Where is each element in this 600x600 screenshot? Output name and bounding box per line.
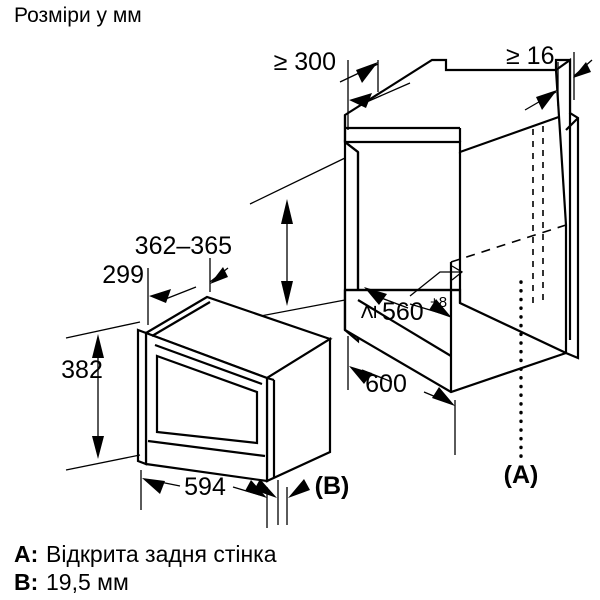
dim-label-appliance-width: 594 — [184, 473, 226, 501]
dim-niche-depth: 600 — [347, 336, 456, 455]
legend-key-a: A: — [14, 541, 38, 567]
dim-label-niche-width-tolerance: +8 — [430, 294, 447, 311]
cabinet-niche-group — [343, 57, 580, 394]
drawing-title: Розміри у мм — [14, 4, 142, 27]
legend-key-b: B: — [14, 569, 38, 595]
dim-label-niche-height: 362–365 — [135, 232, 232, 260]
dim-niche-top-clearance: ≥ 300 — [274, 48, 411, 130]
dim-niche-side-clearance: ≥ 16 — [506, 42, 593, 111]
cabinet-top-panel — [343, 58, 572, 154]
dim-label-niche-width-prefix: ≥ — [354, 305, 382, 319]
dim-label-top-clearance: ≥ 300 — [274, 48, 336, 76]
callout-a-group: (A) — [504, 280, 539, 489]
dim-appliance-height: 382 — [61, 321, 141, 471]
dim-label-side-clearance: ≥ 16 — [506, 42, 554, 70]
dim-label-appliance-height: 382 — [61, 356, 103, 384]
callout-a-label: (A) — [504, 461, 539, 489]
dim-niche-width: ≥ 560 +8 — [354, 287, 452, 326]
appliance-group — [136, 295, 333, 483]
legend-text-a: Відкрита задня стінка — [46, 541, 277, 567]
dim-appliance-depth: 299 — [102, 258, 229, 325]
cabinet-right-panel — [554, 57, 580, 360]
dim-label-niche-width: 560 — [382, 298, 424, 326]
dim-label-niche-depth: 600 — [365, 370, 407, 398]
callout-b-group: (B) — [254, 472, 349, 525]
callout-b-label: (B) — [315, 472, 350, 500]
dim-niche-height: 362–365 — [135, 157, 346, 319]
appliance-door-edge — [136, 328, 148, 466]
appliance-door-window — [155, 354, 259, 445]
dim-label-appliance-depth: 299 — [102, 261, 144, 289]
legend-group: A: Відкрита задня стінка B: 19,5 мм — [14, 541, 277, 595]
niche-width-leader — [409, 271, 462, 297]
legend-text-b: 19,5 мм — [46, 569, 129, 595]
